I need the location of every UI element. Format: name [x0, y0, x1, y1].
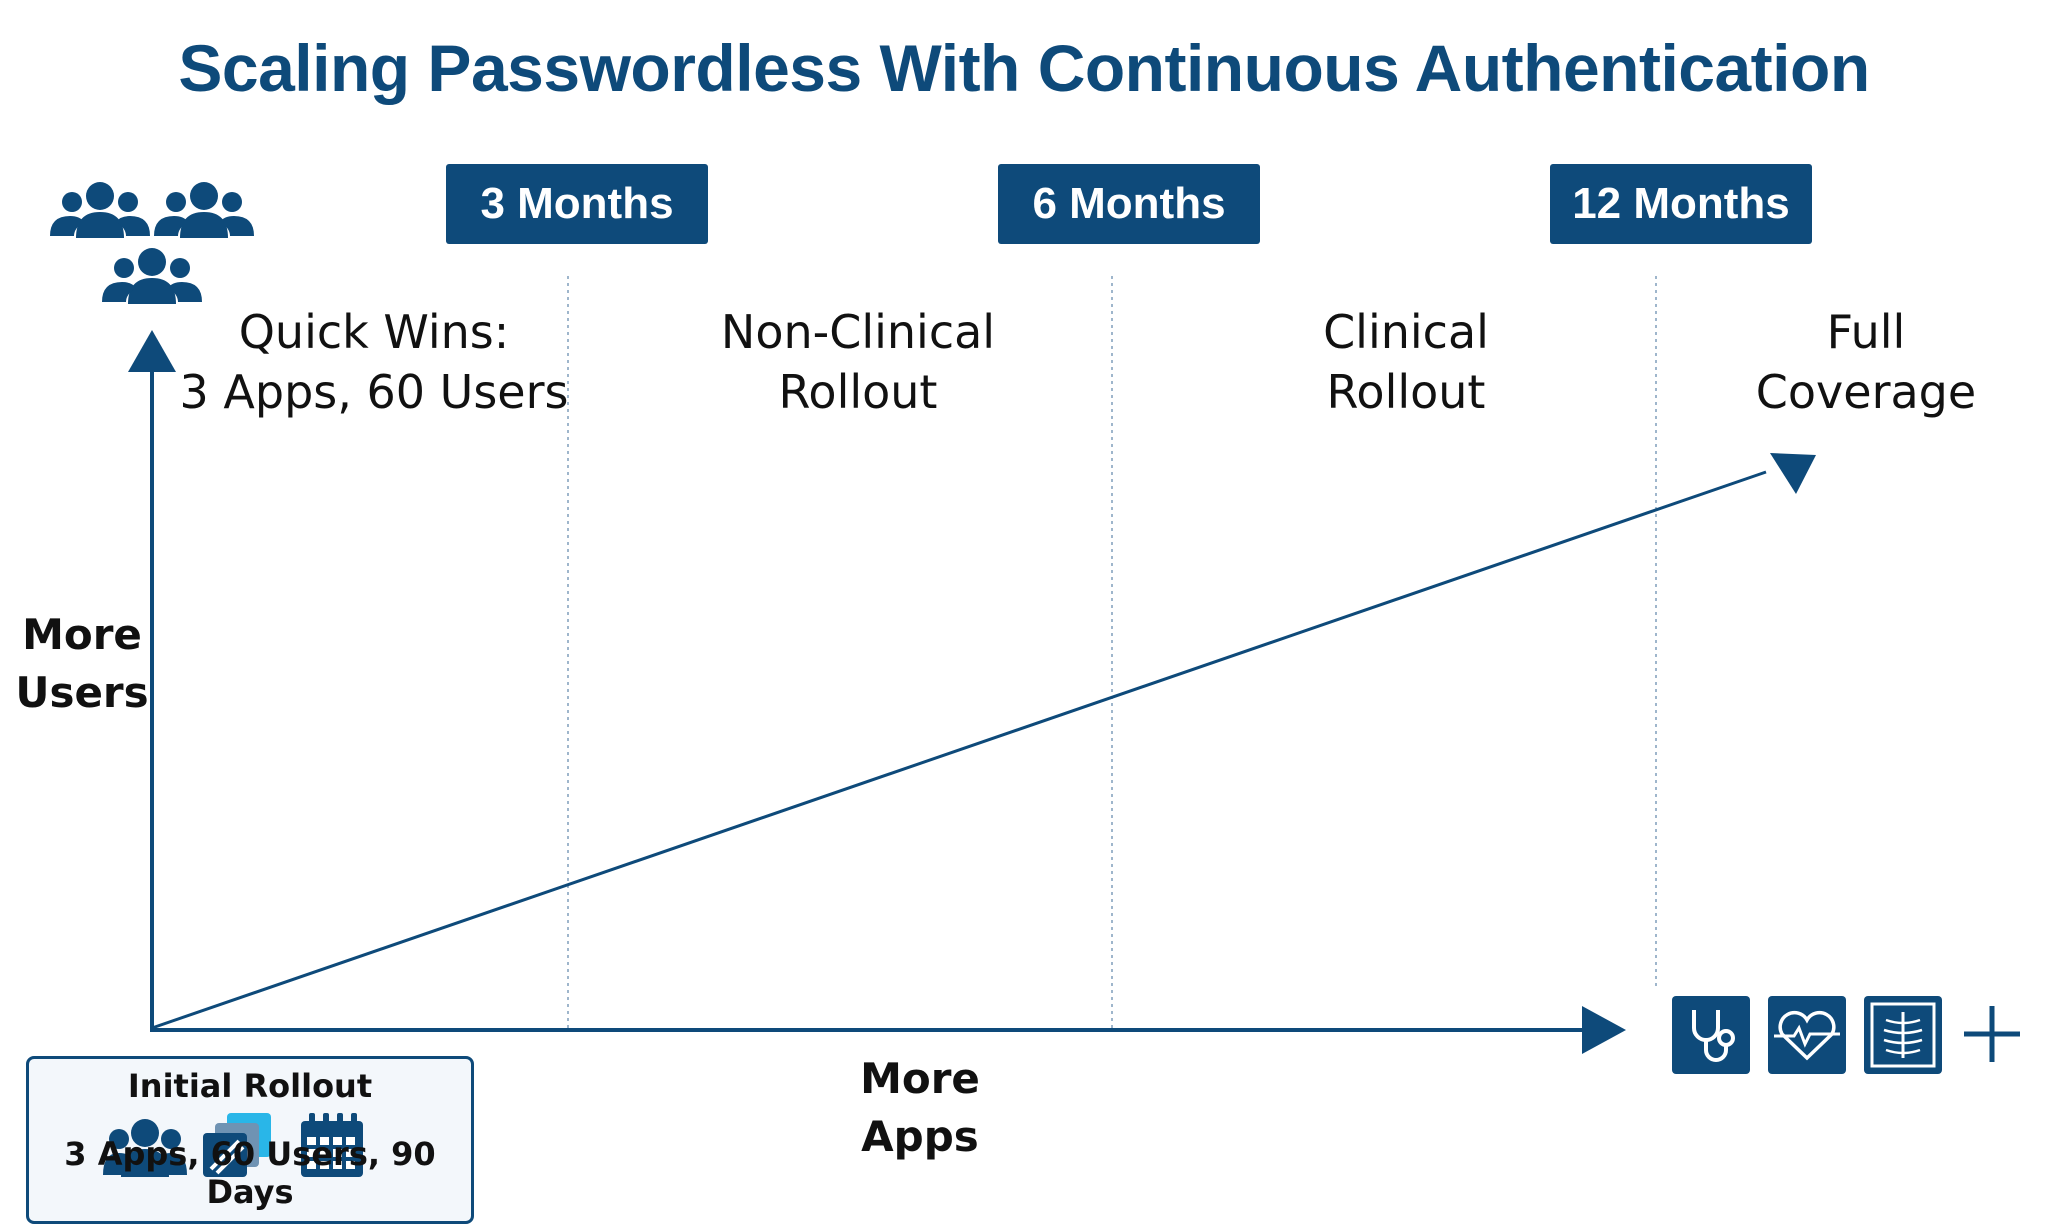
growth-arrow [1770, 453, 1816, 494]
plus-icon [1964, 1006, 2020, 1062]
phase-quick-wins-line1: Quick Wins: [238, 305, 510, 359]
phase-non-clinical-line2: Rollout [778, 365, 938, 419]
phase-full-coverage: Full Coverage [1656, 302, 2048, 422]
initial-rollout-heading: Initial Rollout [127, 1067, 373, 1105]
users-icon [103, 1119, 187, 1177]
x-axis-label-line1: More [860, 1054, 980, 1103]
x-axis-arrow [1582, 1006, 1626, 1054]
y-axis-label-line1: More [22, 610, 142, 659]
phase-quick-wins-line2: 3 Apps, 60 Users [179, 365, 569, 419]
initial-rollout-box: Initial Rollout 3 Apps, 60 Users, 90 Day… [26, 1056, 474, 1224]
phase-full-coverage-line2: Coverage [1755, 365, 1977, 419]
phase-clinical-line1: Clinical [1323, 305, 1489, 359]
page-title: Scaling Passwordless With Continuous Aut… [178, 31, 1870, 105]
users-group-icon [50, 182, 254, 304]
calendar-icon [301, 1113, 363, 1177]
stethoscope-icon [1672, 996, 1750, 1074]
heart-monitor-icon [1768, 996, 1846, 1074]
phase-clinical-line2: Rollout [1326, 365, 1486, 419]
y-axis-label-line2: Users [15, 668, 149, 717]
initial-rollout-icons [103, 1113, 363, 1177]
phase-non-clinical: Non-Clinical Rollout [648, 302, 1068, 422]
x-axis-label: More Apps [840, 1050, 1000, 1166]
xray-icon [1864, 996, 1942, 1074]
initial-rollout-summary: 3 Apps, 60 Users, 90 Days [64, 1135, 436, 1211]
y-axis-label: More Users [12, 606, 152, 722]
phase-non-clinical-line1: Non-Clinical [720, 305, 996, 359]
badge-6-months: 6 Months [998, 164, 1260, 244]
phase-clinical: Clinical Rollout [1196, 302, 1616, 422]
badge-3-months: 3 Months [446, 164, 708, 244]
y-axis-arrow [128, 330, 176, 372]
x-axis-label-line2: Apps [861, 1112, 979, 1161]
badge-12-months: 12 Months [1550, 164, 1812, 244]
growth-line [151, 470, 1767, 1030]
apps-stack-icon [203, 1113, 271, 1177]
phase-quick-wins: Quick Wins: 3 Apps, 60 Users [164, 302, 584, 422]
phase-full-coverage-line1: Full [1826, 305, 1906, 359]
